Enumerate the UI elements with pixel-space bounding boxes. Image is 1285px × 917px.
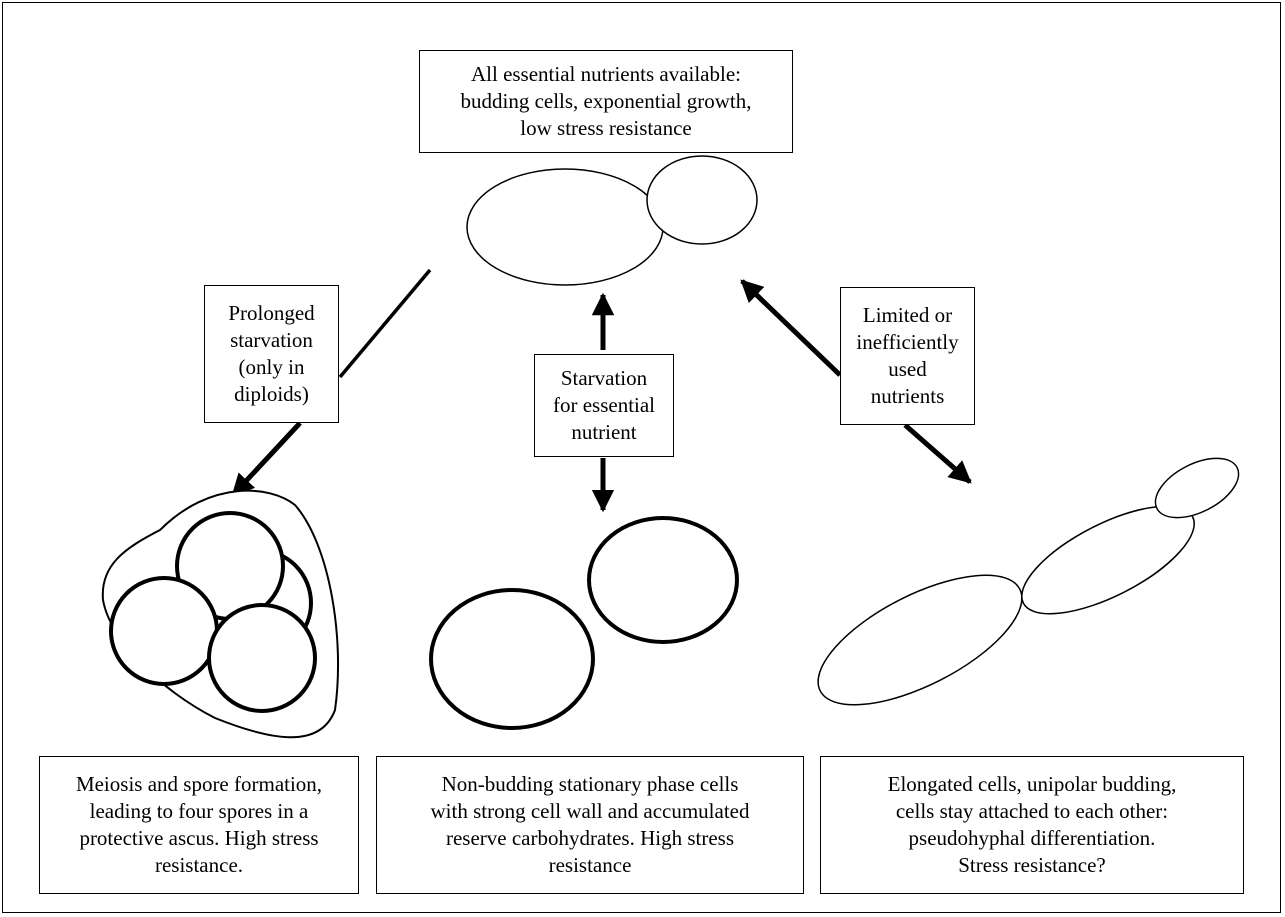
left-connector-line xyxy=(338,268,432,379)
left-arrow xyxy=(231,421,302,497)
bottom-center-outcome-box: Non-budding stationary phase cells with … xyxy=(376,756,804,894)
left-transition-label: Prolonged starvation (only in diploids) xyxy=(204,285,339,423)
right-down-arrow xyxy=(903,423,972,484)
bottom-right-outcome-box: Elongated cells, unipolar budding, cells… xyxy=(820,756,1244,894)
center-transition-label: Starvation for essential nutrient xyxy=(534,354,674,457)
right-transition-label: Limited or inefficiently used nutrients xyxy=(840,287,975,425)
budding-cell xyxy=(466,155,758,286)
pseudohyphal-cells xyxy=(817,457,1240,706)
right-up-arrow xyxy=(740,279,842,377)
top-condition-box: All essential nutrients available: buddi… xyxy=(419,50,793,153)
stationary-phase-cells xyxy=(429,516,739,730)
ascus-with-spores xyxy=(101,489,340,739)
bottom-left-outcome-box: Meiosis and spore formation, leading to … xyxy=(39,756,359,894)
